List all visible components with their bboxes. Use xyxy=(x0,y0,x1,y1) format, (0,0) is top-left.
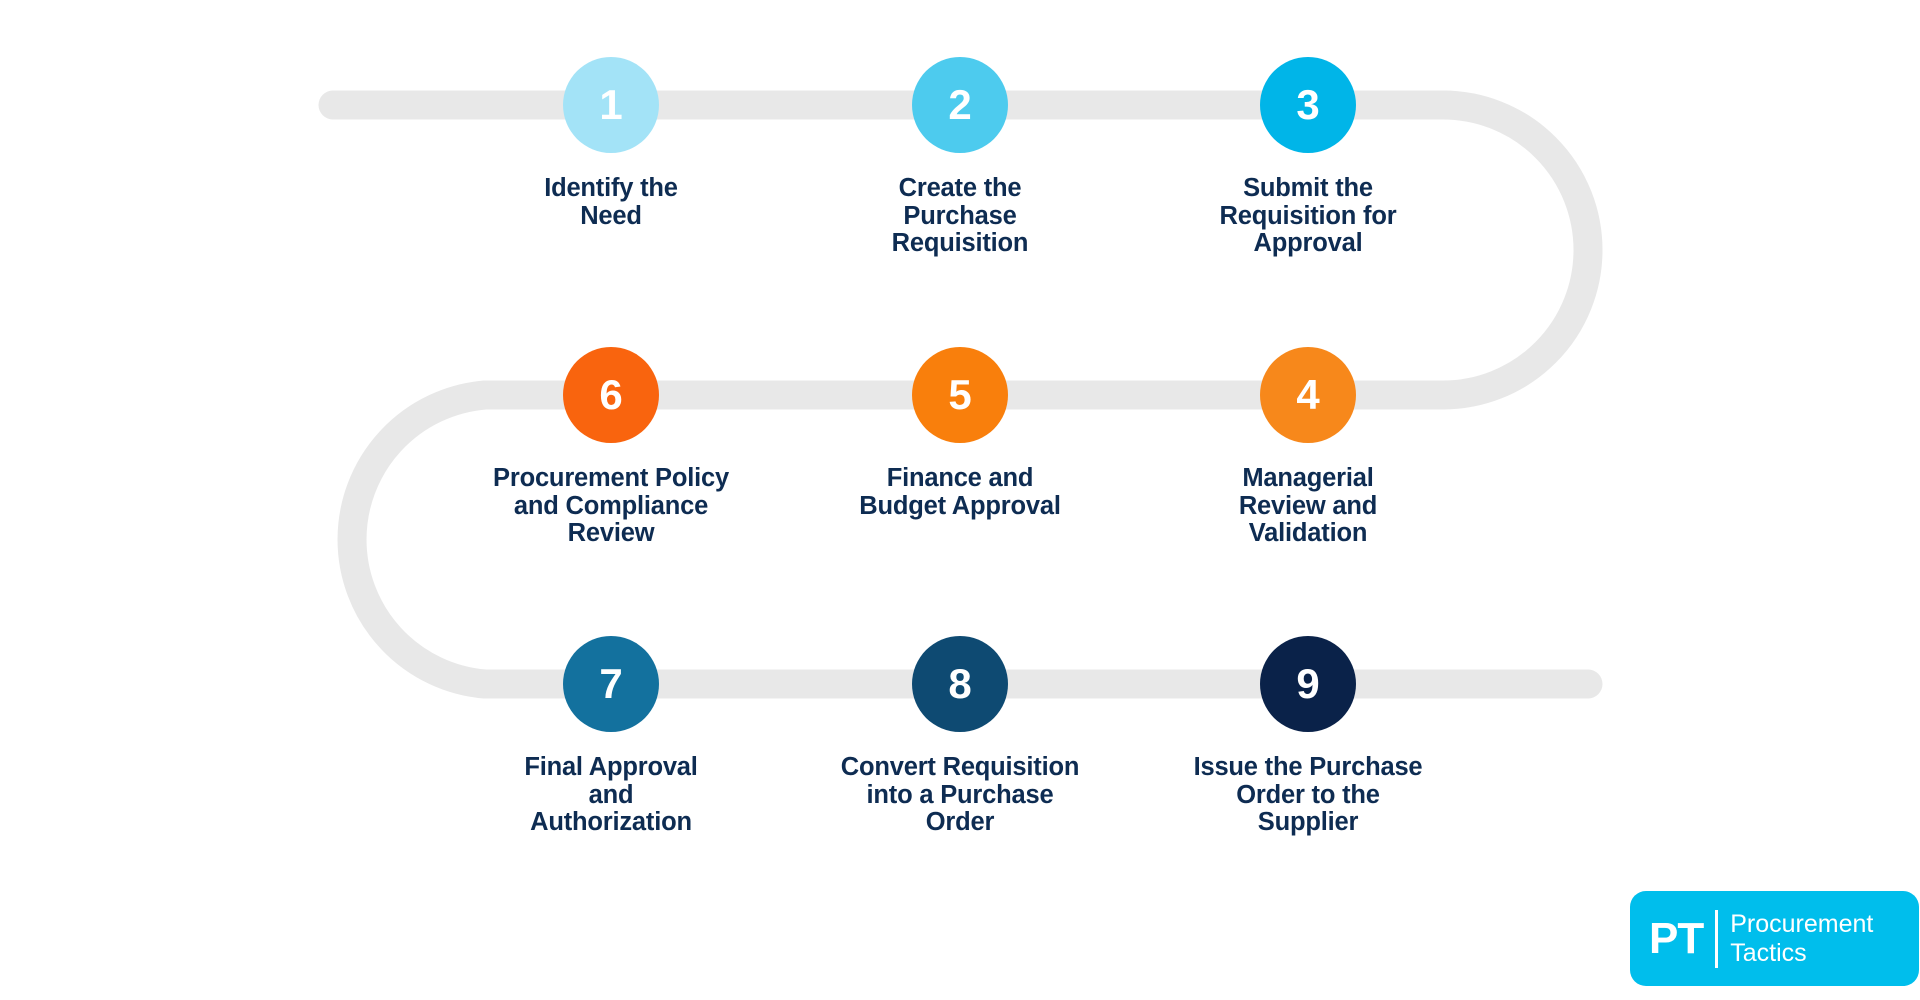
step-8-badge[interactable]: 8 xyxy=(912,636,1008,732)
logo-word-line-1: Procurement xyxy=(1730,909,1874,938)
step-6-badge[interactable]: 6 xyxy=(563,347,659,443)
logo-word-line-2: Tactics xyxy=(1730,938,1807,967)
step-1-badge[interactable]: 1 xyxy=(563,57,659,153)
step-5-number: 5 xyxy=(948,371,972,418)
step-3-badge[interactable]: 3 xyxy=(1260,57,1356,153)
step-5[interactable]: 5 Finance and Budget Approval xyxy=(790,347,1130,520)
step-5-label: Finance and Budget Approval xyxy=(859,464,1061,520)
step-3[interactable]: 3 Submit the Requisition for Approval xyxy=(1138,57,1478,258)
step-9-badge[interactable]: 9 xyxy=(1260,636,1356,732)
step-6-label: Procurement Policy and Compliance Review xyxy=(493,464,729,548)
step-5-badge[interactable]: 5 xyxy=(912,347,1008,443)
logo-monogram: PT xyxy=(1649,913,1704,963)
step-6[interactable]: 6 Procurement Policy and Compliance Revi… xyxy=(441,347,781,548)
logo-wordmark: Procurement Tactics xyxy=(1730,910,1873,968)
step-8-number: 8 xyxy=(948,660,972,707)
logo-divider xyxy=(1715,909,1719,968)
step-7-label: Final Approval and Authorization xyxy=(524,753,698,837)
step-9-label: Issue the Purchase Order to the Supplier xyxy=(1193,753,1423,837)
step-8-label: Convert Requisition into a Purchase Orde… xyxy=(840,753,1080,837)
step-2-badge[interactable]: 2 xyxy=(912,57,1008,153)
step-4-badge[interactable]: 4 xyxy=(1260,347,1356,443)
step-2[interactable]: 2 Create the Purchase Requisition xyxy=(790,57,1130,258)
step-8[interactable]: 8 Convert Requisition into a Purchase Or… xyxy=(790,636,1130,837)
step-1-label: Identify the Need xyxy=(544,174,678,230)
step-3-label: Submit the Requisition for Approval xyxy=(1219,174,1397,258)
step-7-number: 7 xyxy=(599,660,623,707)
step-9-number: 9 xyxy=(1296,660,1320,707)
step-3-number: 3 xyxy=(1296,81,1320,128)
step-4-label: Managerial Review and Validation xyxy=(1238,464,1378,548)
step-7[interactable]: 7 Final Approval and Authorization xyxy=(441,636,781,837)
step-1[interactable]: 1 Identify the Need xyxy=(441,57,781,230)
step-4-number: 4 xyxy=(1296,371,1320,418)
step-9[interactable]: 9 Issue the Purchase Order to the Suppli… xyxy=(1138,636,1478,837)
step-2-number: 2 xyxy=(948,81,972,128)
step-1-number: 1 xyxy=(599,81,623,128)
step-6-number: 6 xyxy=(599,371,623,418)
step-4[interactable]: 4 Managerial Review and Validation xyxy=(1138,347,1478,548)
procurement-tactics-logo[interactable]: PT Procurement Tactics xyxy=(1630,891,1919,986)
step-7-badge[interactable]: 7 xyxy=(563,636,659,732)
step-2-label: Create the Purchase Requisition xyxy=(891,174,1029,258)
